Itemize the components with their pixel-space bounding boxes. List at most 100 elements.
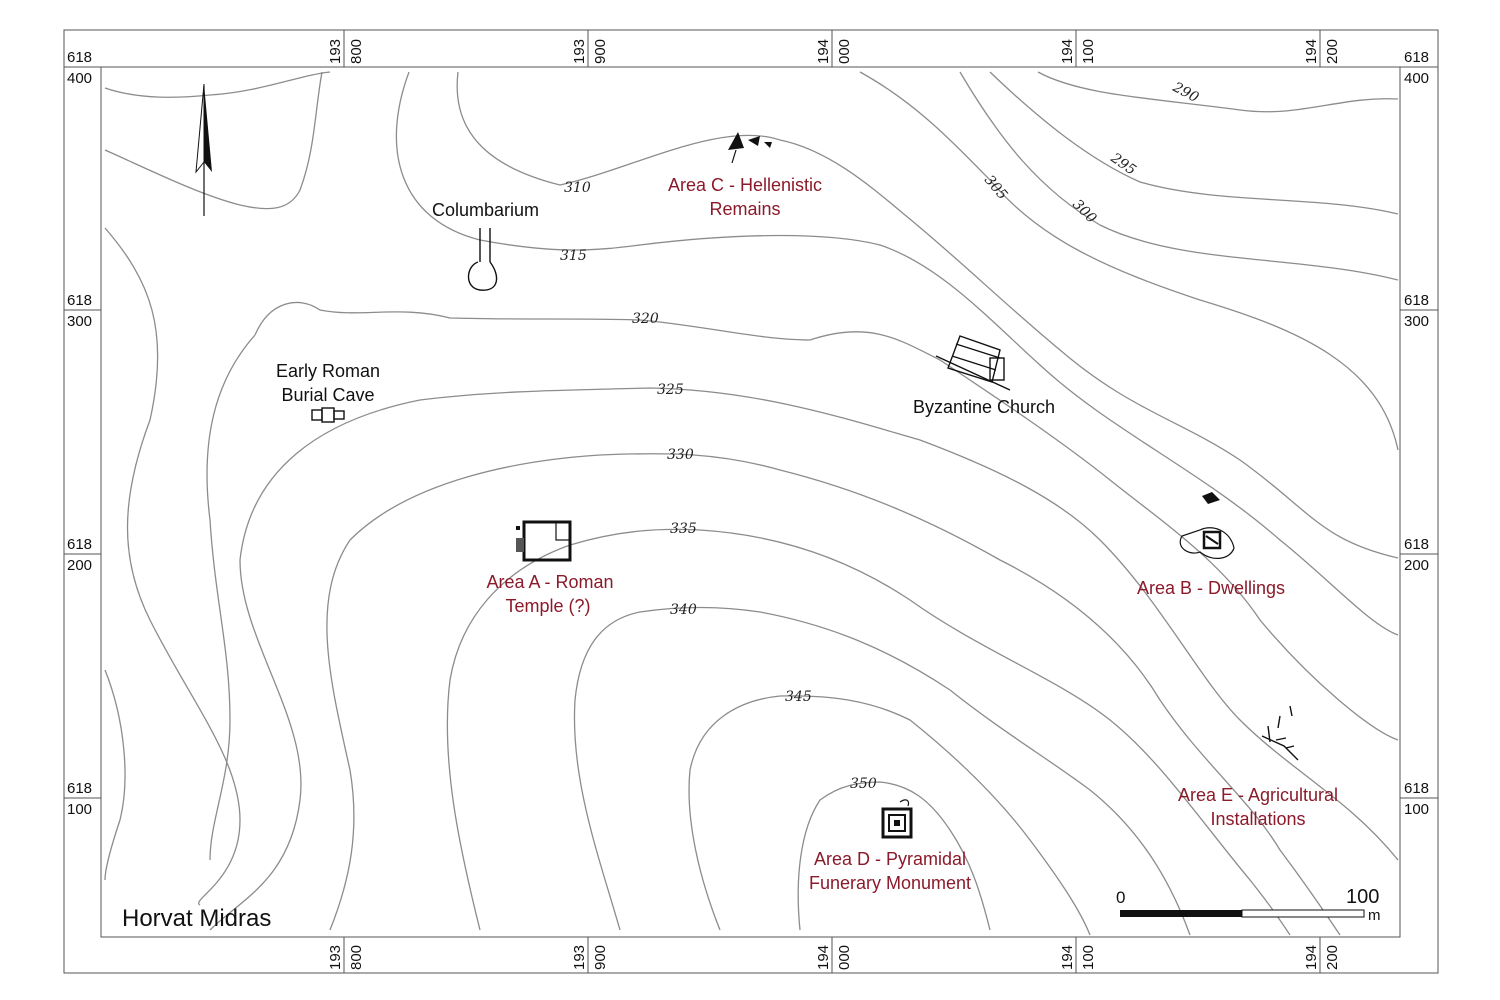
area-a-label-line2: Temple (?) xyxy=(505,596,590,616)
scale-bar: 0 100 m xyxy=(1116,886,1381,924)
northing-right-3-b: 200 xyxy=(1404,557,1429,574)
map-frame xyxy=(63,29,1439,974)
easting-top-4-b: 100 xyxy=(1080,39,1097,64)
columbarium-label: Columbarium xyxy=(432,200,539,220)
easting-top-1-b: 800 xyxy=(348,39,365,64)
easting-bottom-4-b: 100 xyxy=(1080,945,1097,970)
site-labels: Columbarium Early Roman Burial Cave Byza… xyxy=(276,200,1055,417)
contour-label-325: 325 xyxy=(657,382,684,398)
northing-right-4-a: 618 xyxy=(1404,780,1429,797)
contour-340 xyxy=(573,606,1191,936)
area-a-label-line1: Area A - Roman xyxy=(486,572,613,592)
northing-left-3-b: 200 xyxy=(67,557,92,574)
northing-left-2-b: 300 xyxy=(67,313,92,330)
contour-300 xyxy=(959,71,1399,281)
northing-labels-left: 618 400 618 300 618 200 618 100 xyxy=(67,49,92,818)
area-d-label-line1: Area D - Pyramidal xyxy=(814,849,966,869)
area-e-label-line1: Area E - Agricultural xyxy=(1178,785,1338,805)
contour-320c xyxy=(206,334,256,861)
area-e-label-line2: Installations xyxy=(1210,809,1305,829)
burial-cave-label-line2: Burial Cave xyxy=(281,385,374,405)
contour-330 xyxy=(326,453,1341,936)
contour-345 xyxy=(688,695,1091,936)
easting-bottom-1-a: 193 xyxy=(327,945,344,970)
easting-bottom-3-a: 194 xyxy=(815,945,832,970)
agricultural-installations-icon xyxy=(1261,705,1299,761)
area-c-label-line2: Remains xyxy=(709,199,780,219)
easting-bottom-2-a: 193 xyxy=(571,945,588,970)
contour-labels: 290 295 300 305 310 315 320 325 330 335 … xyxy=(560,79,1201,792)
northing-labels-right: 618 400 618 300 618 200 618 100 xyxy=(1404,49,1429,818)
easting-top-2-a: 193 xyxy=(571,39,588,64)
contour-label-345: 345 xyxy=(785,689,812,705)
contour-label-305: 305 xyxy=(981,172,1010,203)
easting-top-5-b: 200 xyxy=(1324,39,1341,64)
contour-295 xyxy=(989,71,1399,215)
contour-320b xyxy=(254,301,1399,741)
contour-label-310: 310 xyxy=(564,180,591,196)
easting-bottom-2-b: 900 xyxy=(592,945,609,970)
contour-label-340: 340 xyxy=(670,602,697,618)
area-c-label-line1: Area C - Hellenistic xyxy=(668,175,822,195)
northing-right-1-a: 618 xyxy=(1404,49,1429,66)
burial-cave-label-line1: Early Roman xyxy=(276,361,380,381)
map-title: Horvat Midras xyxy=(122,905,271,932)
easting-bottom-4-a: 194 xyxy=(1059,945,1076,970)
scale-start-label: 0 xyxy=(1116,888,1125,907)
northing-left-1-a: 618 xyxy=(67,49,92,66)
northing-right-2-b: 300 xyxy=(1404,313,1429,330)
columbarium-plan-icon xyxy=(467,228,498,291)
contour-misc-3 xyxy=(104,669,126,881)
contour-label-315: 315 xyxy=(560,248,587,264)
area-d-label-line2: Funerary Monument xyxy=(809,873,971,893)
contour-325 xyxy=(209,387,1399,931)
contour-305 xyxy=(859,71,1399,451)
easting-top-5-a: 194 xyxy=(1303,39,1320,64)
easting-ticks xyxy=(343,30,1321,973)
church-plan-icon xyxy=(935,335,1011,391)
easting-top-3-b: 000 xyxy=(836,39,853,64)
dwellings-plan-icon xyxy=(1179,492,1235,559)
northing-left-4-a: 618 xyxy=(67,780,92,797)
easting-labels-top: 193 800 193 900 194 000 194 100 194 200 xyxy=(327,39,1341,64)
north-arrow-icon xyxy=(195,83,212,216)
northing-left-3-a: 618 xyxy=(67,536,92,553)
contour-315 xyxy=(395,71,1399,636)
contour-label-320: 320 xyxy=(632,311,659,327)
contour-335 xyxy=(446,528,1291,936)
northing-left-4-b: 100 xyxy=(67,801,92,818)
scale-end-label: 100 xyxy=(1346,886,1379,908)
northing-right-3-a: 618 xyxy=(1404,536,1429,553)
northing-ticks xyxy=(64,66,1438,799)
area-labels: Area C - Hellenistic Remains Area A - Ro… xyxy=(486,175,1338,893)
easting-top-4-a: 194 xyxy=(1059,39,1076,64)
contour-label-330: 330 xyxy=(667,447,694,463)
easting-bottom-5-b: 200 xyxy=(1324,945,1341,970)
pyramid-plan-icon xyxy=(881,799,913,839)
contour-350 xyxy=(797,781,991,931)
northing-left-2-a: 618 xyxy=(67,292,92,309)
northing-right-1-b: 400 xyxy=(1404,70,1429,87)
area-b-label: Area B - Dwellings xyxy=(1137,578,1285,598)
northing-left-1-b: 400 xyxy=(67,70,92,87)
northing-right-4-b: 100 xyxy=(1404,801,1429,818)
contour-misc-1 xyxy=(104,71,331,98)
easting-bottom-5-a: 194 xyxy=(1303,945,1320,970)
temple-plan-icon xyxy=(516,520,572,562)
scale-unit-label: m xyxy=(1368,907,1381,924)
easting-bottom-3-b: 000 xyxy=(836,945,853,970)
northing-right-2-a: 618 xyxy=(1404,292,1429,309)
contour-320 xyxy=(104,227,241,906)
burial-cave-plan-icon xyxy=(311,407,345,423)
contour-label-335: 335 xyxy=(670,521,697,537)
church-label: Byzantine Church xyxy=(913,397,1055,417)
contour-310 xyxy=(456,71,1399,559)
easting-top-1-a: 193 xyxy=(327,39,344,64)
contour-label-350: 350 xyxy=(850,776,877,792)
easting-top-3-a: 194 xyxy=(815,39,832,64)
easting-top-2-b: 900 xyxy=(592,39,609,64)
contour-lines xyxy=(104,71,1399,936)
contour-290 xyxy=(1037,71,1399,113)
easting-labels-bottom: 193 800 193 900 194 000 194 100 194 200 xyxy=(327,945,1341,970)
